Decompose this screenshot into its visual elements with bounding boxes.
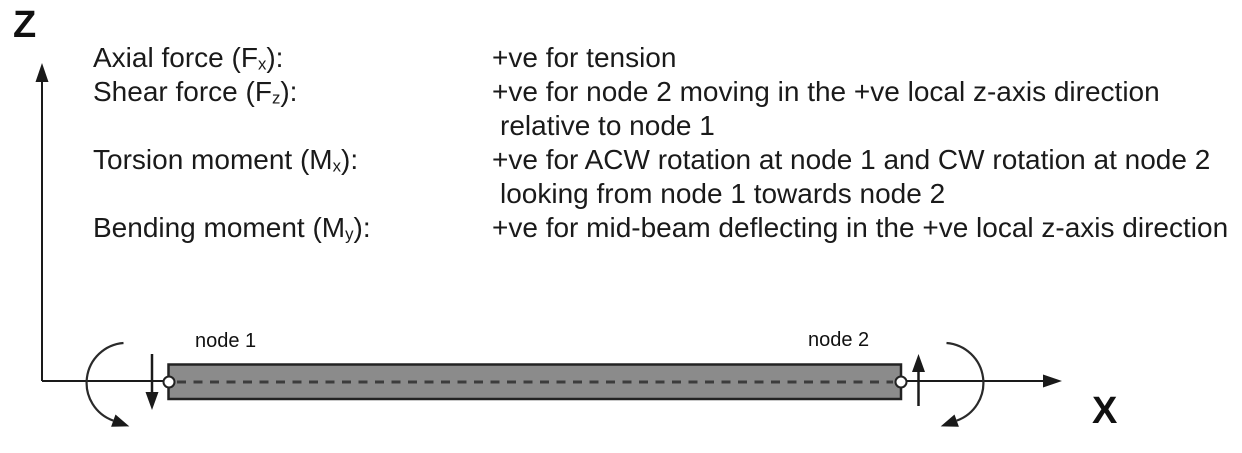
description-shear-force-line1: +ve for node 2 moving in the +ve local z… [492, 76, 1160, 107]
x-axis-label: X [1092, 390, 1118, 432]
quantity-subscript: y [345, 224, 354, 244]
quantity-text-close: ): [280, 76, 298, 107]
quantity-text: Axial force (F [93, 42, 258, 73]
quantity-subscript: x [257, 54, 267, 74]
description-bending-moment: +ve for mid-beam deflecting in the +ve l… [492, 212, 1229, 243]
quantity-label-torsion-moment: Torsion moment (Mx): [93, 143, 358, 184]
node1-shear-arrowhead-icon [145, 392, 159, 410]
node2-moment-arrowhead-icon [940, 414, 959, 427]
description-shear-force-line2: relative to node 1 [500, 110, 715, 141]
z-axis-arrowhead-icon [35, 63, 49, 82]
quantity-text-close: ): [353, 212, 371, 243]
quantity-label-shear-force: Shear force (Fz): [93, 75, 297, 116]
quantity-label-axial-force: Axial force (Fx): [93, 41, 283, 82]
description-torsion-moment-line2: looking from node 1 towards node 2 [500, 178, 946, 209]
node2-shear-arrowhead-icon [912, 354, 925, 372]
quantity-text: Torsion moment (M [93, 144, 333, 175]
z-axis-label: Z [13, 4, 37, 46]
quantity-text-close: ): [266, 42, 284, 73]
quantity-label-bending-moment: Bending moment (My): [93, 211, 371, 252]
quantity-text: Shear force (F [93, 76, 272, 107]
node1-label: node 1 [195, 330, 257, 352]
node1-moment-arc [85, 341, 124, 422]
node2-marker-icon [894, 375, 908, 389]
quantity-text-close: ): [341, 144, 359, 175]
x-axis-arrowhead-icon [1043, 374, 1062, 388]
node2-label: node 2 [808, 329, 870, 351]
node1-moment-arrowhead-icon [111, 414, 130, 427]
quantity-subscript: x [332, 156, 342, 176]
description-torsion-moment-line1: +ve for ACW rotation at node 1 and CW ro… [492, 144, 1211, 175]
quantity-subscript: z [271, 88, 281, 108]
node2-moment-arc [946, 341, 985, 422]
node1-marker-icon [162, 375, 176, 389]
description-axial-force: +ve for tension [492, 42, 677, 73]
quantity-text: Bending moment (M [93, 212, 346, 243]
